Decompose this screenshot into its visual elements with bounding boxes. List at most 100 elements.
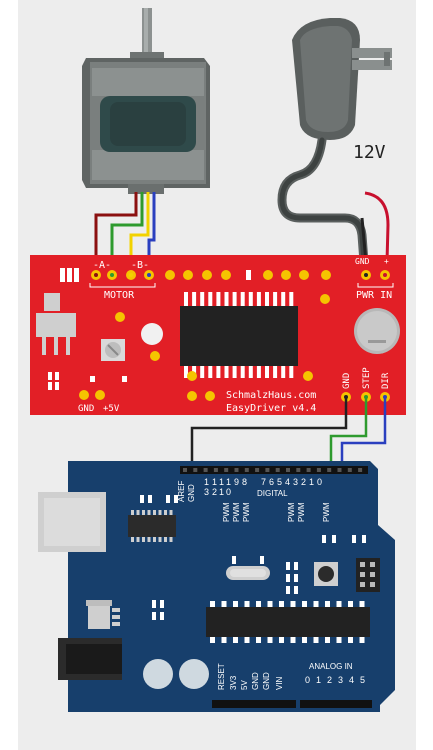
power-in-label: PWR IN (356, 290, 392, 301)
digital-pin-number: 1 (226, 477, 231, 487)
ic-pin (184, 292, 188, 306)
chip-pin (147, 537, 151, 542)
digital-pin-number: 3 (293, 477, 298, 487)
model-label: EasyDriver v4.4 (226, 403, 316, 414)
analog-in-label: ANALOG IN (309, 662, 353, 671)
mcu-pin (267, 601, 273, 607)
digital-pin-number: 2 (212, 487, 217, 497)
chip-pin (136, 537, 140, 542)
digital-pin-number: 1 (219, 487, 224, 497)
adapter-prong-bottom (352, 60, 392, 70)
arduino-regulator (88, 603, 110, 629)
brand-label: SchmalzHaus.com (226, 390, 316, 401)
pwm-label: PWM (322, 502, 331, 522)
chip-pin (147, 510, 151, 515)
analog-pin-number: 3 (338, 675, 343, 685)
capacitor-1 (143, 659, 173, 689)
analog-pin-number: 0 (305, 675, 310, 685)
analog-pin-number: 2 (327, 675, 332, 685)
voltage-label: 12V (353, 142, 386, 163)
digital-pin-number: 1 (212, 477, 217, 487)
header-hole (327, 468, 332, 472)
mcu-pin (359, 637, 365, 643)
motor-wire-yellow (129, 192, 150, 272)
header-hole (234, 468, 239, 472)
pwm-label: PWM (297, 502, 306, 522)
analog-pin-number: 4 (349, 675, 354, 685)
mcu-pin (313, 637, 319, 643)
power-wire-black (360, 217, 368, 263)
ic-pin (184, 366, 188, 378)
bottom-pin-gnd-label: GND (78, 404, 94, 414)
mcu-pin (221, 637, 227, 643)
chip-pin (169, 510, 173, 515)
ic-pin (232, 292, 237, 306)
ic-pin (248, 366, 253, 378)
motor-pin-a-label: -A- (93, 260, 111, 271)
step-wire (329, 397, 368, 470)
header-hole (183, 468, 187, 472)
ic-pin (281, 366, 286, 378)
chip-pin (153, 510, 156, 515)
header-hole (347, 468, 352, 472)
driver-ic (180, 292, 298, 378)
digital-pin-number: 1 (219, 477, 224, 487)
control-pin-gnd-label: GND (342, 373, 352, 389)
digital-pin-number: 7 (261, 477, 266, 487)
motor-pin-b-label: -B- (131, 260, 149, 271)
usb-chip (128, 515, 176, 537)
mcu-pin (290, 637, 296, 643)
digital-pin-number: 5 (277, 477, 282, 487)
aref-label: AREF (177, 481, 186, 502)
chip-pin (131, 537, 134, 542)
header-hole (255, 468, 260, 472)
analog-pin-number: 1 (316, 675, 321, 685)
digital-pin-number: 8 (242, 477, 247, 487)
ic-pin (240, 292, 245, 306)
mcu-pin (279, 601, 284, 607)
header-hole (203, 468, 208, 472)
digital-pin-number: 4 (285, 477, 290, 487)
mcu-pin (313, 601, 319, 607)
header-hole (193, 468, 198, 472)
chip-pin (158, 537, 162, 542)
mcu-pin (325, 601, 330, 607)
ic-pin (216, 366, 221, 378)
header-hole (306, 468, 311, 472)
motor-connector (128, 184, 164, 194)
power-pin-label: GND (251, 672, 260, 690)
mcu-pin (359, 601, 365, 607)
chip-pin (136, 510, 140, 515)
mcu-pin (290, 601, 296, 607)
header-hole (224, 468, 229, 472)
mcu-pin (325, 637, 330, 643)
ic-pin (208, 292, 213, 306)
bottom-pad-5v (95, 390, 105, 400)
ic-pin (289, 366, 294, 378)
icsp-pin (360, 582, 365, 587)
power-wire-red (364, 191, 390, 263)
digital-pin-number: 6 (269, 477, 274, 487)
header-hole (316, 468, 321, 472)
chip-pin (142, 537, 145, 542)
mcu-pin (336, 601, 342, 607)
ic-pin (265, 292, 269, 306)
easydriver-board: -A- -B- MOTOR GND + PWR IN (30, 255, 406, 415)
bottom-pad-gnd (79, 390, 89, 400)
pwm-label: PWM (232, 502, 241, 522)
power-pin-label: 5V (240, 680, 249, 690)
digital-pin-number: 1 (309, 477, 314, 487)
ic-pin (200, 292, 205, 306)
ic-pin (273, 366, 278, 378)
chip-pin (164, 510, 167, 515)
header-hole (358, 468, 363, 472)
ic-pin (192, 292, 197, 306)
digital-label: DIGITAL (257, 489, 288, 498)
mcu-pin (302, 637, 307, 643)
icsp-pin (370, 562, 375, 567)
ic-pin (273, 292, 278, 306)
icsp-pin (370, 582, 375, 587)
control-wires (190, 397, 387, 470)
icsp-pin (370, 572, 375, 577)
